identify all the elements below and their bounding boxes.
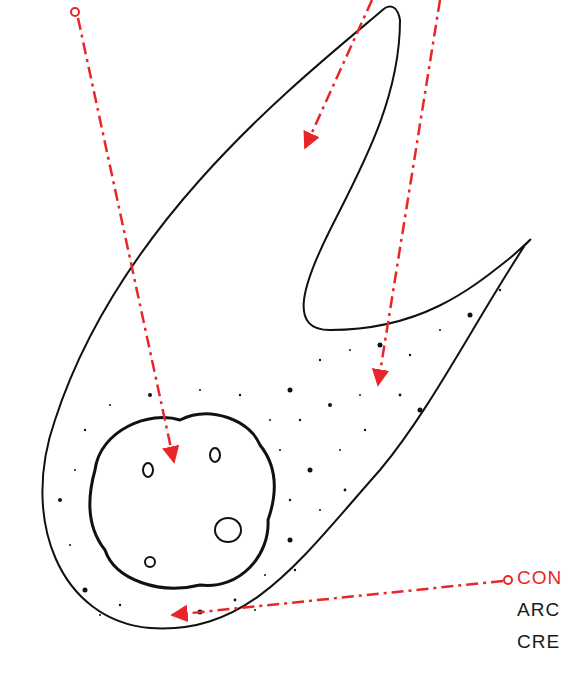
leader-line xyxy=(172,581,503,615)
leader-line xyxy=(378,0,440,385)
comet-outline xyxy=(42,7,530,629)
nucleus-outline xyxy=(90,414,274,588)
leader-line xyxy=(305,0,372,148)
coma-dust xyxy=(58,289,501,616)
nucleus-craters xyxy=(143,448,241,567)
leader-line xyxy=(78,18,174,462)
callout-label: ARC xyxy=(516,600,561,621)
callout-origin xyxy=(71,8,79,16)
callout-origin xyxy=(504,576,512,584)
callout-label: CRE xyxy=(516,632,561,653)
callout-label: CON xyxy=(516,568,563,589)
callout-arrows xyxy=(78,0,503,615)
